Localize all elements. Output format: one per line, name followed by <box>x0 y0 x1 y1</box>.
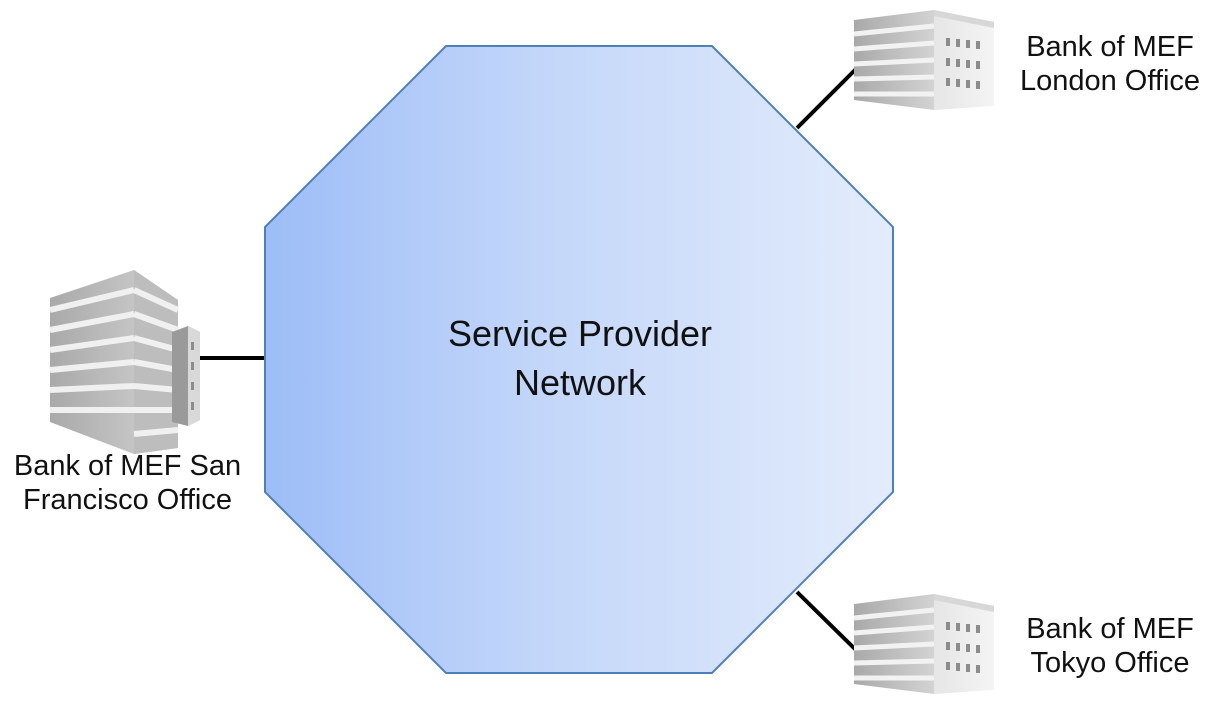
network-label-line2: Network <box>513 361 647 403</box>
tokyo-label-line1: Bank of MEF <box>1026 613 1194 645</box>
tokyo-office-building-icon <box>854 594 994 694</box>
london-label-line2: London Office <box>1019 65 1201 98</box>
london-label-line1: Bank of MEF <box>1026 31 1194 63</box>
london-office-building-icon <box>854 10 994 110</box>
sf-label-line1: Bank of MEF San <box>13 450 242 482</box>
sf-label-line2: Francisco Office <box>23 484 232 517</box>
london-office-label: Bank of MEF London Office <box>990 30 1219 98</box>
link-london <box>795 65 860 130</box>
tokyo-label-line2: Tokyo Office <box>1030 647 1190 680</box>
san-francisco-office-building-icon <box>49 270 200 454</box>
san-francisco-office-label: Bank of MEF San Francisco Office <box>0 449 255 517</box>
network-octagon <box>264 45 894 674</box>
network-label: Service Provider Network <box>380 310 780 407</box>
link-tokyo <box>795 590 860 654</box>
tokyo-office-label: Bank of MEF Tokyo Office <box>990 612 1219 680</box>
network-label-line1: Service Provider <box>447 313 713 354</box>
